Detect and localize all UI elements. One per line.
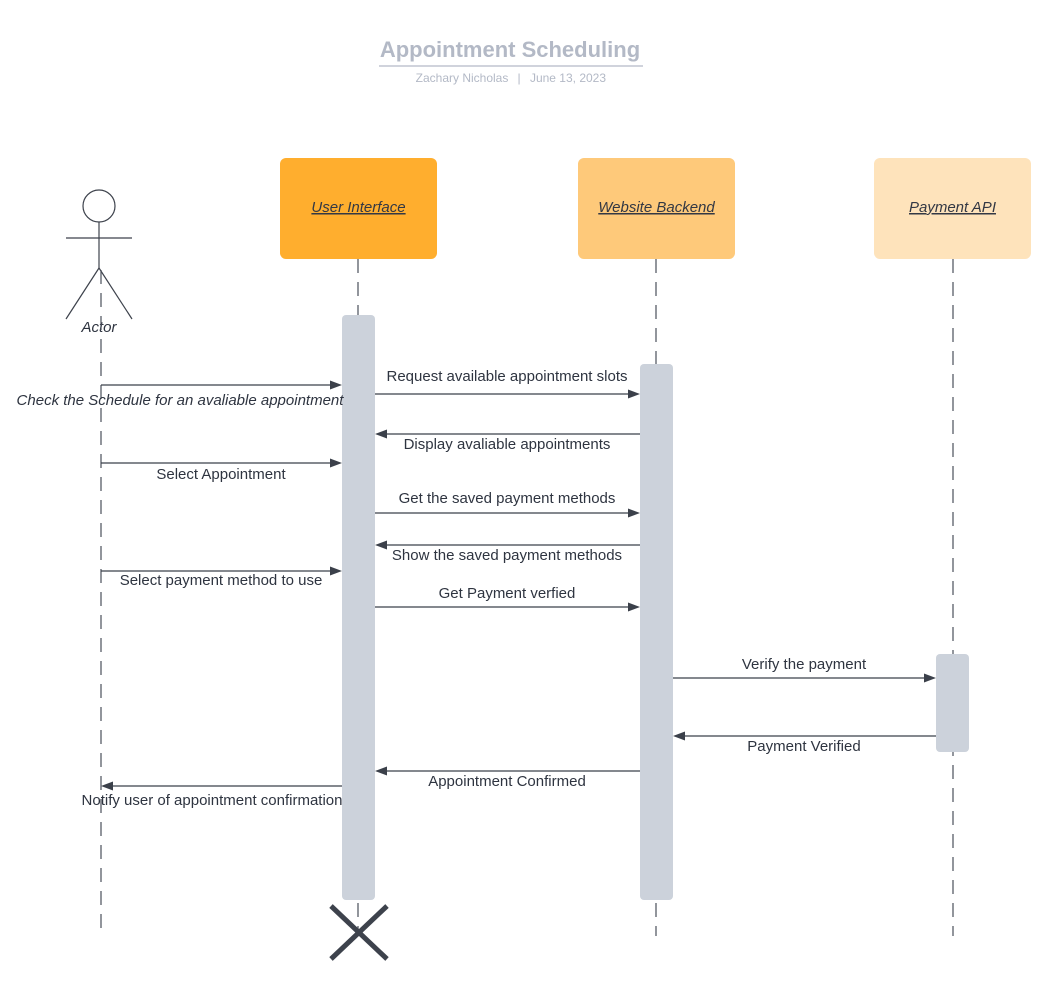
message-5-label: Get the saved payment methods <box>399 490 616 507</box>
arrowhead-right-icon <box>628 508 640 518</box>
message-3-label: Display avaliable appointments <box>404 436 611 453</box>
message-8[interactable]: Get Payment verfied <box>375 585 640 612</box>
participant-box-user-interface <box>280 158 437 259</box>
actor-head-icon <box>82 189 116 223</box>
diagram-author: Zachary Nicholas <box>416 71 509 85</box>
message-7-label: Select payment method to use <box>120 572 323 589</box>
participant-payment-api[interactable]: Payment API <box>874 158 1031 259</box>
message-9-label: Verify the payment <box>742 656 867 673</box>
message-8-label: Get Payment verfied <box>439 585 576 602</box>
message-2[interactable]: Request available appointment slots <box>375 368 640 399</box>
destroy-x-icon <box>329 904 389 961</box>
message-6-label: Show the saved payment methods <box>392 547 622 564</box>
arrowhead-left-icon <box>375 766 387 776</box>
participant-user-interface[interactable]: User Interface <box>280 158 437 259</box>
message-1[interactable]: Check the Schedule for an avaliable appo… <box>17 380 345 410</box>
message-9[interactable]: Verify the payment <box>673 656 936 683</box>
arrowhead-left-icon <box>101 781 113 791</box>
message-5[interactable]: Get the saved payment methods <box>375 490 640 518</box>
arrowhead-left-icon <box>375 540 387 550</box>
message-7[interactable]: Select payment method to use <box>101 566 342 590</box>
activation-bar-website-backend <box>640 364 673 900</box>
actor-label: Actor <box>80 319 117 336</box>
arrowhead-right-icon <box>330 458 342 468</box>
message-10-label: Payment Verified <box>747 738 860 755</box>
actor-left-leg <box>65 267 100 320</box>
arrowhead-right-icon <box>628 389 640 399</box>
participant-label-payment-api: Payment API <box>909 199 996 216</box>
message-11[interactable]: Appointment Confirmed <box>375 766 640 791</box>
message-6[interactable]: Show the saved payment methods <box>375 540 640 565</box>
message-12-label: Notify user of appointment confirmation <box>82 792 343 809</box>
message-1-label: Check the Schedule for an avaliable appo… <box>17 392 345 409</box>
participant-box-website-backend <box>578 158 735 259</box>
message-10[interactable]: Payment Verified <box>673 731 936 756</box>
message-12[interactable]: Notify user of appointment confirmation <box>82 781 343 810</box>
actor-right-leg <box>98 267 133 320</box>
arrowhead-right-icon <box>330 566 342 576</box>
diagram-title: Appointment Scheduling <box>380 37 640 62</box>
message-4-label: Select Appointment <box>156 466 286 483</box>
arrowhead-right-icon <box>628 602 640 612</box>
arrowhead-left-icon <box>375 429 387 439</box>
arrowhead-right-icon <box>924 673 936 683</box>
diagram-date: June 13, 2023 <box>530 71 606 85</box>
participant-box-payment-api <box>874 158 1031 259</box>
message-2-label: Request available appointment slots <box>387 368 628 385</box>
message-3[interactable]: Display avaliable appointments <box>375 429 640 454</box>
arrowhead-right-icon <box>330 380 342 390</box>
message-11-label: Appointment Confirmed <box>428 773 586 790</box>
participant-label-user-interface: User Interface <box>311 199 405 216</box>
meta-separator: | <box>517 71 520 85</box>
participant-website-backend[interactable]: Website Backend <box>578 158 735 259</box>
activation-bar-payment-api <box>936 654 969 752</box>
arrowhead-left-icon <box>673 731 685 741</box>
message-4[interactable]: Select Appointment <box>101 458 342 484</box>
activation-bar-user-interface <box>342 315 375 900</box>
participant-label-website-backend: Website Backend <box>598 199 715 216</box>
actor-figure[interactable] <box>65 189 133 320</box>
